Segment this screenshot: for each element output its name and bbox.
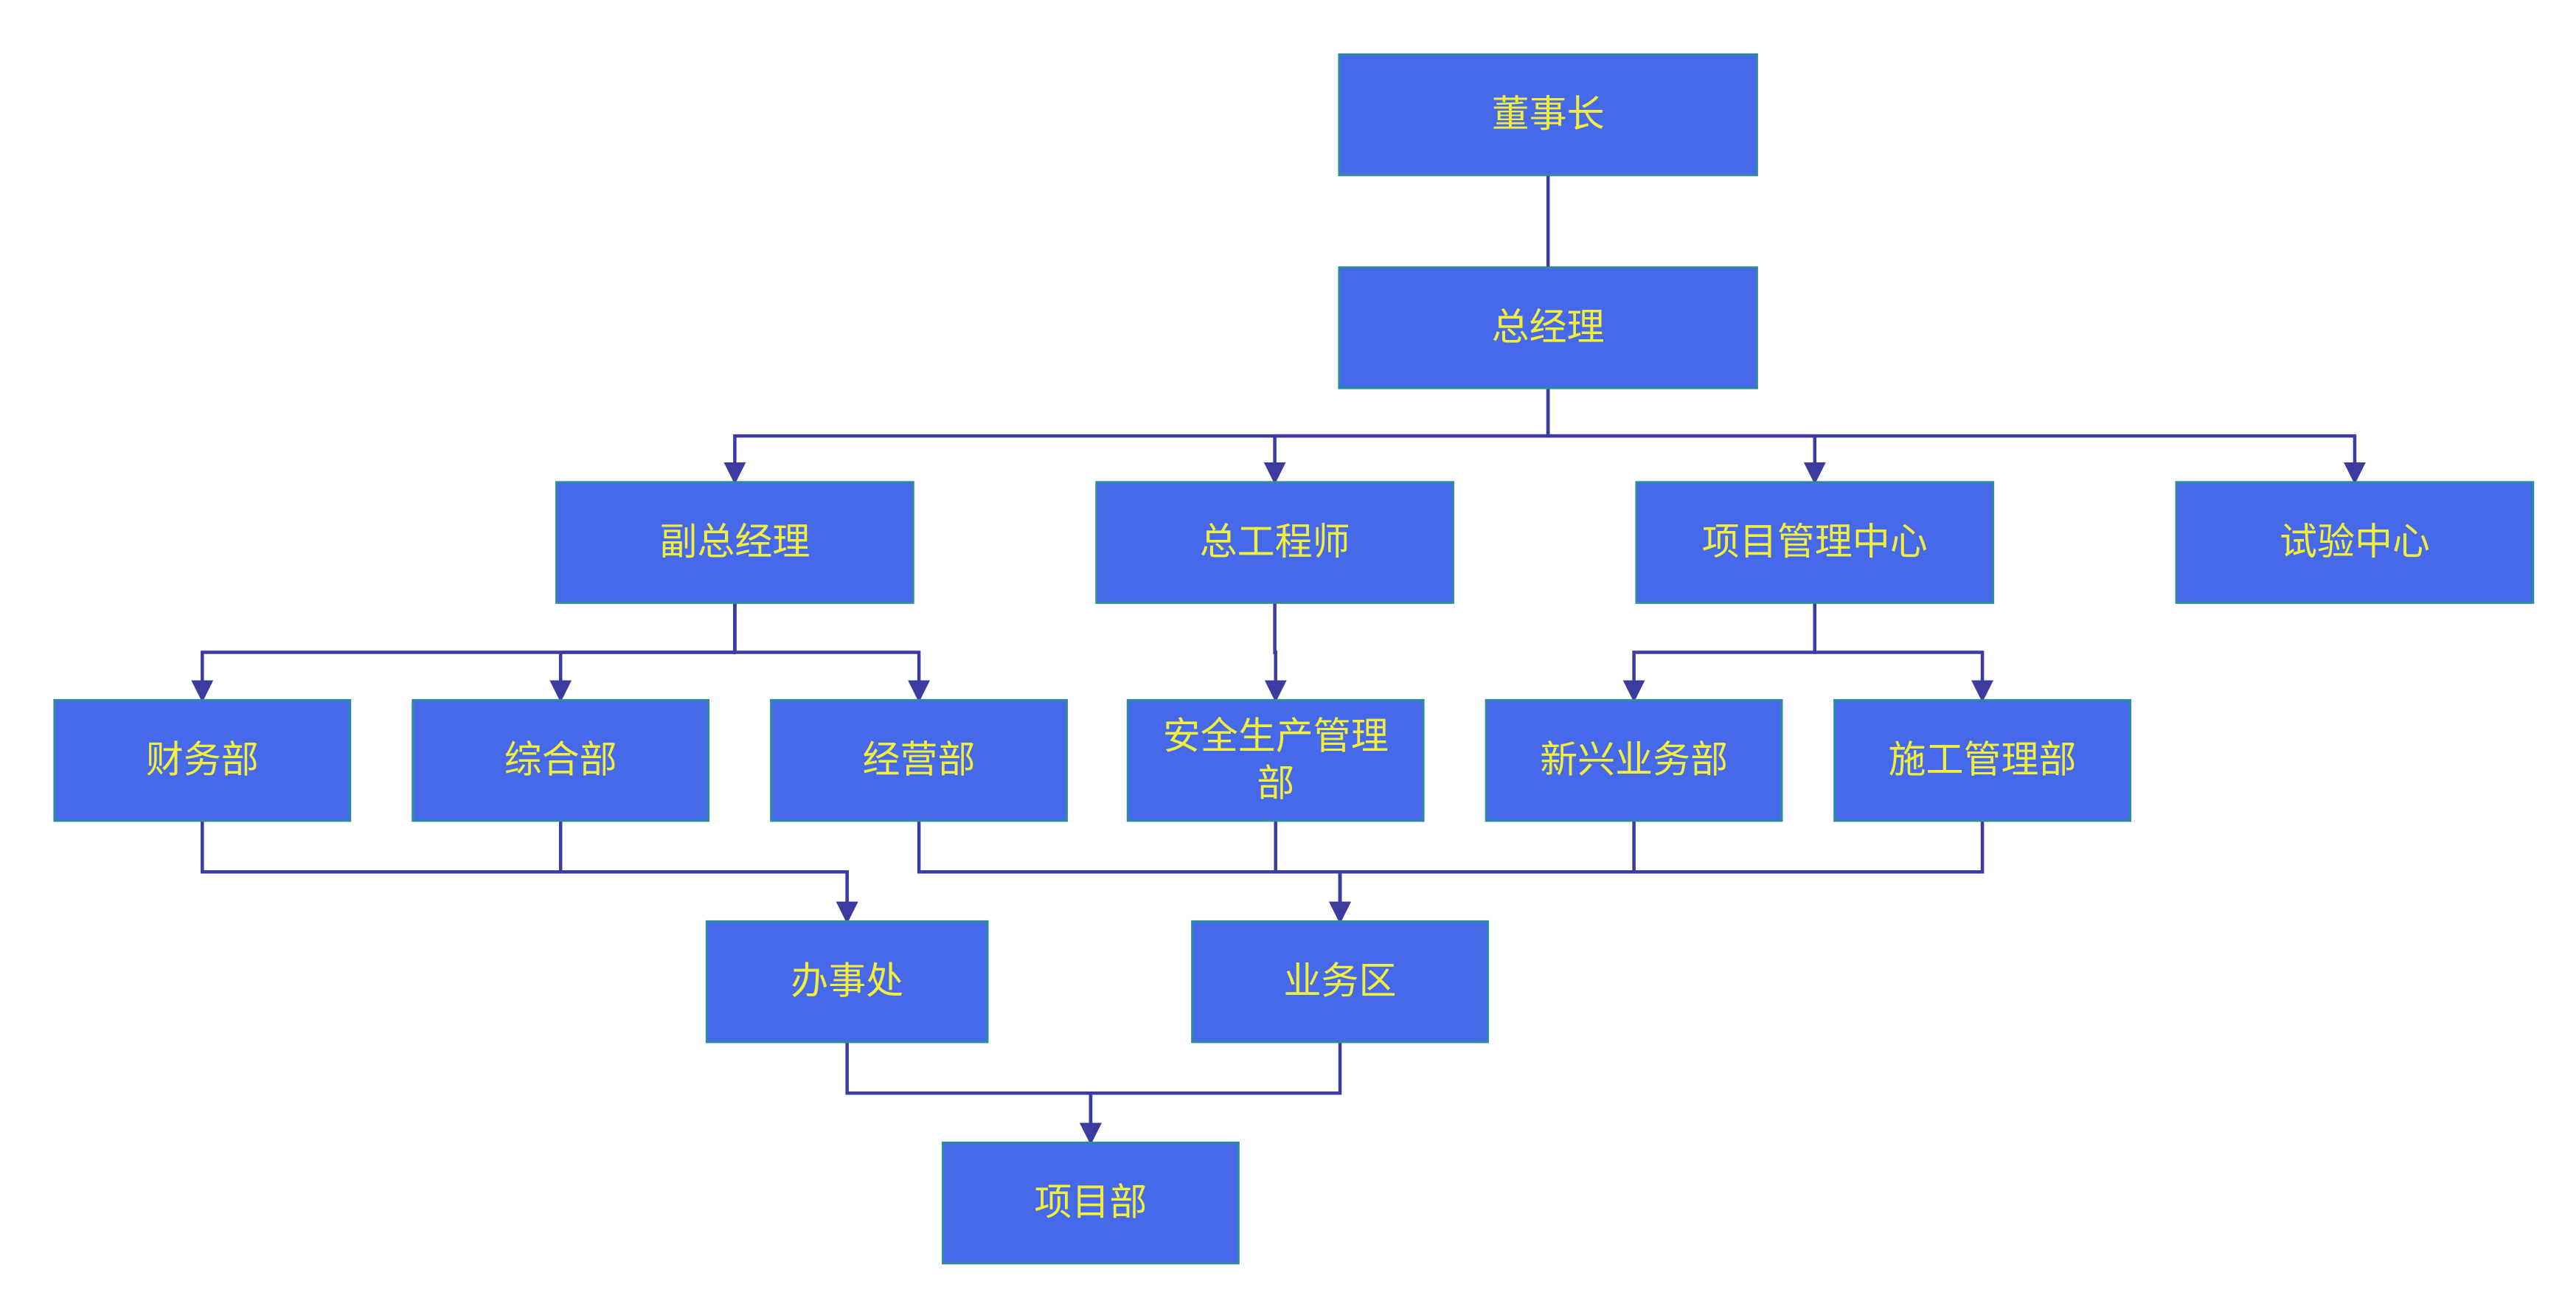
- node-box: [1635, 481, 1995, 604]
- node-label: 部: [1257, 763, 1294, 806]
- node-label: 安全生产管理: [1163, 715, 1389, 759]
- node-label: 财务部: [146, 739, 259, 782]
- node-box: [412, 698, 710, 822]
- node-label: 业务区: [1284, 960, 1397, 1004]
- node-business-area: 业务区: [1191, 920, 1489, 1044]
- node-label: 新兴业务部: [1540, 739, 1728, 782]
- node-test-center: 试验中心: [2175, 481, 2535, 604]
- node-label: 总经理: [1492, 306, 1605, 350]
- connector-project-mgmt-center-to-construction-dept: [1813, 603, 1994, 703]
- node-new-business-dept: 新兴业务部: [1485, 698, 1783, 822]
- node-box: [1095, 481, 1454, 604]
- connector-construction-dept-to-business-area: [1329, 820, 1985, 924]
- connectors: [191, 175, 2366, 1145]
- node-project-mgmt-center: 项目管理中心: [1635, 481, 1995, 604]
- node-box: [555, 481, 914, 604]
- connector-general-manager-to-chief-engineer: [1263, 388, 1550, 485]
- connector-business-area-to-project-dept: [1079, 1041, 1342, 1145]
- node-label: 综合部: [504, 739, 617, 782]
- connector-deputy-gm-to-general-dept: [549, 603, 737, 703]
- node-box: [2175, 481, 2535, 604]
- node-label: 经营部: [863, 739, 976, 782]
- node-general-manager: 总经理: [1338, 266, 1758, 389]
- node-office: 办事处: [705, 920, 989, 1044]
- node-business-dept: 经营部: [770, 698, 1068, 822]
- node-construction-dept: 施工管理部: [1833, 698, 2131, 822]
- connector-office-to-project-dept: [845, 1041, 1102, 1145]
- connector-general-dept-to-office: [558, 820, 858, 924]
- connector-safety-dept-to-business-area: [1274, 820, 1352, 924]
- node-box: [770, 698, 1068, 822]
- node-box: [705, 920, 989, 1044]
- node-box: [1833, 698, 2131, 822]
- node-label: 副总经理: [659, 521, 810, 564]
- node-label: 项目部: [1034, 1181, 1147, 1225]
- node-label: 施工管理部: [1889, 739, 2077, 782]
- connector-project-mgmt-center-to-new-business-dept: [1622, 603, 1817, 703]
- node-box: [1126, 698, 1425, 822]
- node-label: 办事处: [791, 960, 903, 1004]
- node-box: [1191, 920, 1489, 1044]
- node-box: [1338, 266, 1758, 389]
- connector-chief-engineer-to-safety-dept: [1264, 603, 1287, 703]
- node-box: [53, 698, 352, 822]
- node-box: [1485, 698, 1783, 822]
- node-finance-dept: 财务部: [53, 698, 352, 822]
- connector-deputy-gm-to-business-dept: [733, 603, 931, 703]
- node-box: [1338, 53, 1758, 176]
- node-project-dept: 项目部: [942, 1141, 1240, 1265]
- node-box: [942, 1141, 1240, 1265]
- node-label: 总工程师: [1200, 521, 1350, 564]
- node-general-dept: 综合部: [412, 698, 710, 822]
- node-chief-engineer: 总工程师: [1095, 481, 1454, 604]
- connector-general-manager-to-test-center: [1546, 388, 2366, 485]
- node-label: 董事长: [1492, 93, 1605, 136]
- node-chairman: 董事长: [1338, 53, 1758, 176]
- node-deputy-gm: 副总经理: [555, 481, 914, 604]
- node-label: 试验中心: [2280, 521, 2430, 564]
- node-label: 项目管理中心: [1702, 521, 1928, 564]
